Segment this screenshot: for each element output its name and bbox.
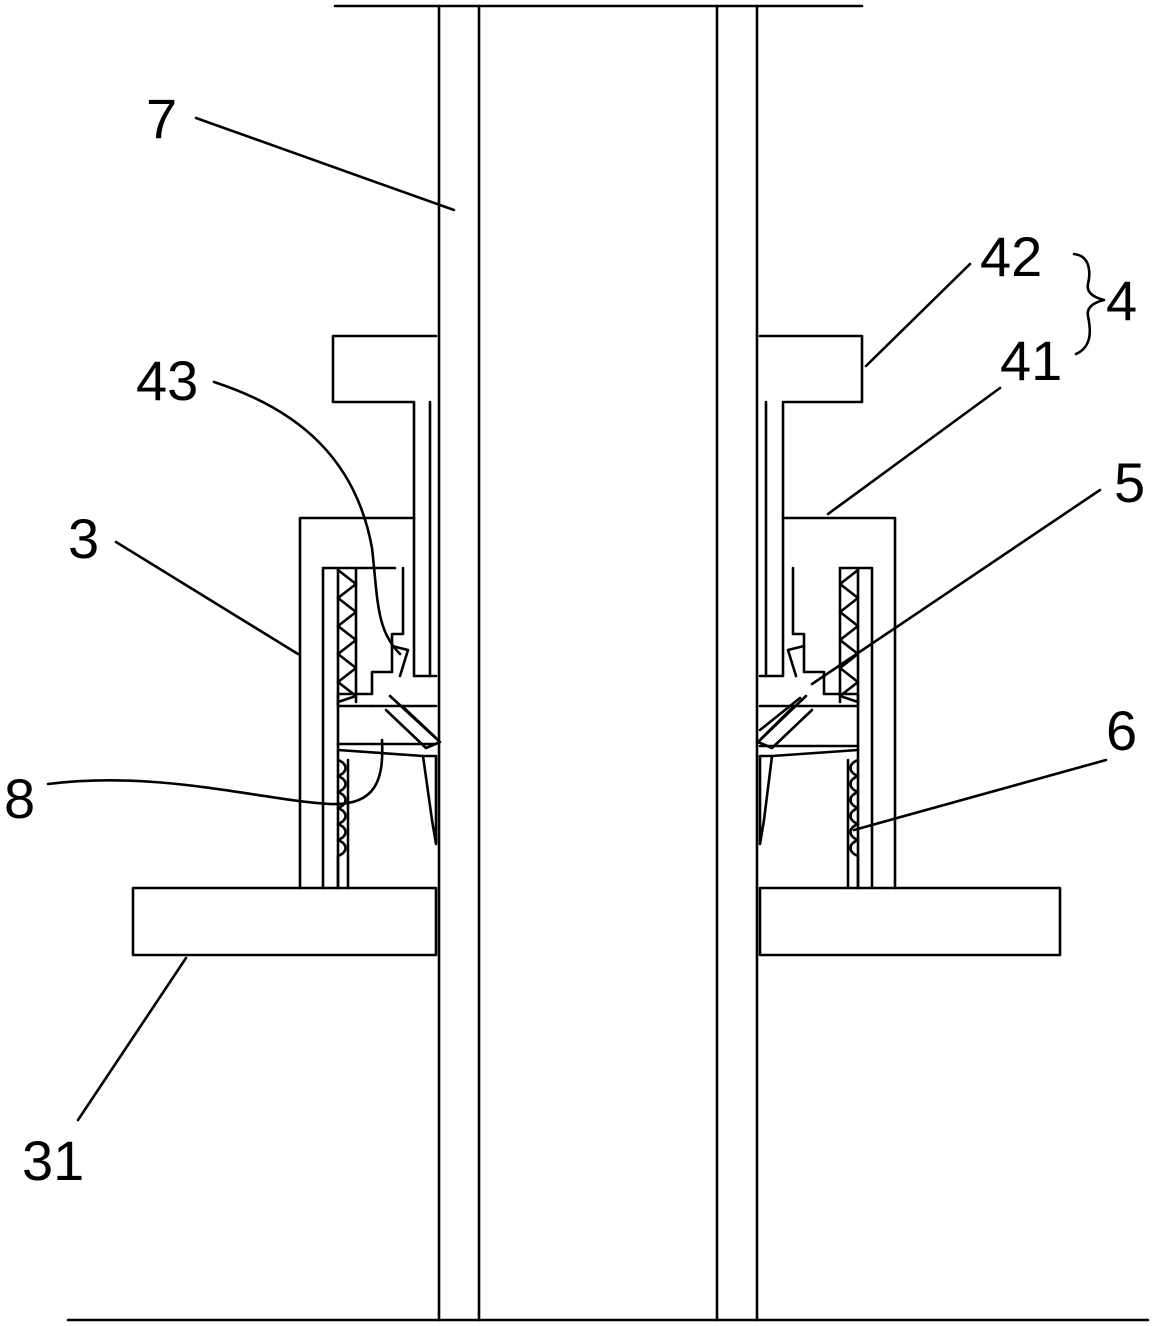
label-31: 31 [22, 1129, 84, 1192]
housing-left [298, 516, 416, 890]
label-42: 42 [980, 225, 1042, 288]
wedge-seal-right [756, 694, 860, 750]
corrugated-sleeve-right [849, 758, 860, 890]
gland-left [331, 334, 438, 678]
inner-ring-right [758, 566, 860, 708]
gland-right [758, 334, 864, 678]
leader-41 [826, 386, 1002, 516]
label-41: 41 [1000, 329, 1062, 392]
taper-ring-right [758, 754, 774, 846]
inner-ring-left [336, 566, 438, 708]
label-5: 5 [1114, 451, 1145, 514]
label-6: 6 [1106, 699, 1137, 762]
central-tube [437, 4, 759, 1322]
label-4: 4 [1106, 269, 1137, 332]
leader-7 [194, 116, 456, 212]
leader-43 [212, 380, 402, 656]
label-8: 8 [4, 767, 35, 830]
wedge-seal-left [336, 694, 442, 750]
leader-8 [46, 738, 384, 806]
leader-31 [76, 956, 188, 1122]
taper-ring-left [421, 754, 438, 846]
base-flange-right [758, 886, 1062, 957]
leader-6 [852, 758, 1108, 832]
leader-lines [46, 116, 1108, 1122]
label-7: 7 [146, 87, 177, 150]
leader-3 [114, 540, 300, 656]
base-flange-left [131, 886, 438, 957]
housing-right [781, 516, 897, 890]
brace-4 [1072, 252, 1106, 356]
labels: 7 42 4 41 43 5 3 6 8 31 [4, 87, 1145, 1192]
corrugated-sleeve-left [336, 758, 347, 890]
leader-5 [810, 488, 1102, 686]
label-43: 43 [136, 349, 198, 412]
label-3: 3 [68, 507, 99, 570]
leader-42 [864, 262, 972, 368]
